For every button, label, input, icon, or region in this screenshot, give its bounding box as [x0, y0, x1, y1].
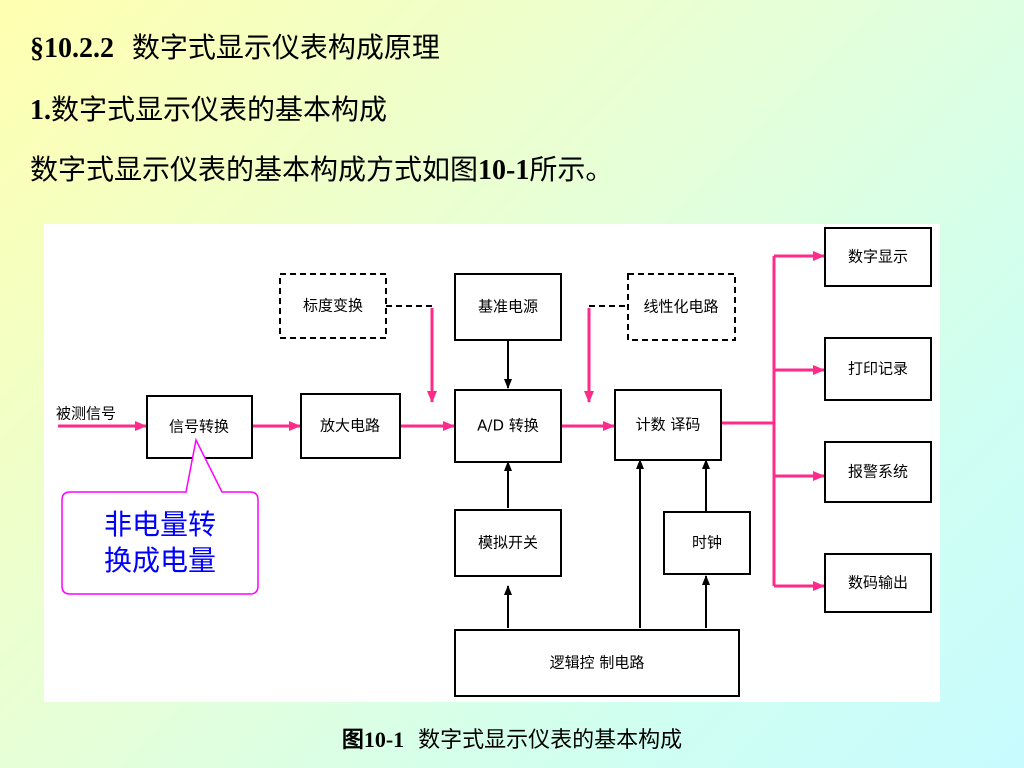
block-alarm-system: [824, 441, 932, 503]
subheading: 1.数字式显示仪表的基本构成: [30, 88, 387, 128]
block-logic-control: [454, 629, 740, 697]
callout-line-2: 换成电量: [103, 544, 216, 577]
label-print-record: 打印记录: [848, 360, 908, 378]
label-analog-switch: 模拟开关: [478, 534, 538, 552]
label-ad-convert: A/D 转换: [477, 417, 539, 435]
block-ad-convert: [454, 389, 562, 463]
block-amplifier: [300, 393, 401, 459]
label-scale-convert: 标度变换: [303, 297, 363, 315]
section-title: 数字式显示仪表构成原理: [131, 31, 440, 64]
subheading-number: 1.: [30, 95, 51, 126]
figure-caption: 图10-1 数字式显示仪表的基本构成: [0, 722, 1024, 754]
input-signal-label: 被测信号: [56, 405, 116, 423]
section-heading: §10.2.2 数字式显示仪表构成原理: [30, 26, 440, 66]
section-number: §10.2.2: [30, 33, 114, 64]
callout-line-1: 非电量转: [103, 508, 216, 541]
block-linearization: [627, 273, 736, 341]
callout-text: 非电量转 换成电量: [62, 507, 258, 579]
label-linearization: 线性化电路: [643, 298, 718, 316]
block-digital-display: [824, 227, 932, 287]
intro-after: 所示。: [529, 153, 614, 186]
subheading-text: 数字式显示仪表的基本构成: [51, 93, 388, 126]
label-amplifier: 放大电路: [320, 417, 380, 435]
block-print-record: [824, 337, 932, 401]
label-digital-output: 数码输出: [848, 574, 908, 592]
intro-before: 数字式显示仪表的基本构成方式如图: [30, 153, 479, 186]
block-clock: [663, 511, 751, 575]
label-clock: 时钟: [692, 534, 722, 552]
block-scale-convert: [279, 273, 387, 339]
block-analog-switch: [454, 509, 562, 577]
label-alarm-system: 报警系统: [848, 463, 908, 481]
label-count-decode: 计数 译码: [636, 416, 701, 434]
block-digital-output: [824, 553, 932, 613]
figure-panel: 信号转换 放大电路 A/D 转换 计数 译码 标度变换 基准电源 线性化电路 模…: [44, 224, 940, 702]
label-signal-convert: 信号转换: [169, 418, 229, 436]
label-digital-display: 数字显示: [848, 248, 908, 266]
caption-text: 数字式显示仪表的基本构成: [418, 728, 683, 753]
block-reference-source: [454, 273, 562, 341]
label-logic-control: 逻辑控 制电路: [550, 654, 645, 672]
intro-sentence: 数字式显示仪表的基本构成方式如图10-1所示。: [30, 148, 613, 188]
block-diagram: 信号转换 放大电路 A/D 转换 计数 译码 标度变换 基准电源 线性化电路 模…: [56, 227, 932, 697]
block-count-decode: [614, 389, 722, 461]
label-reference-source: 基准电源: [478, 298, 538, 316]
intro-figure-ref: 10-1: [478, 155, 530, 186]
caption-figure-number: 图10-1: [341, 727, 405, 752]
